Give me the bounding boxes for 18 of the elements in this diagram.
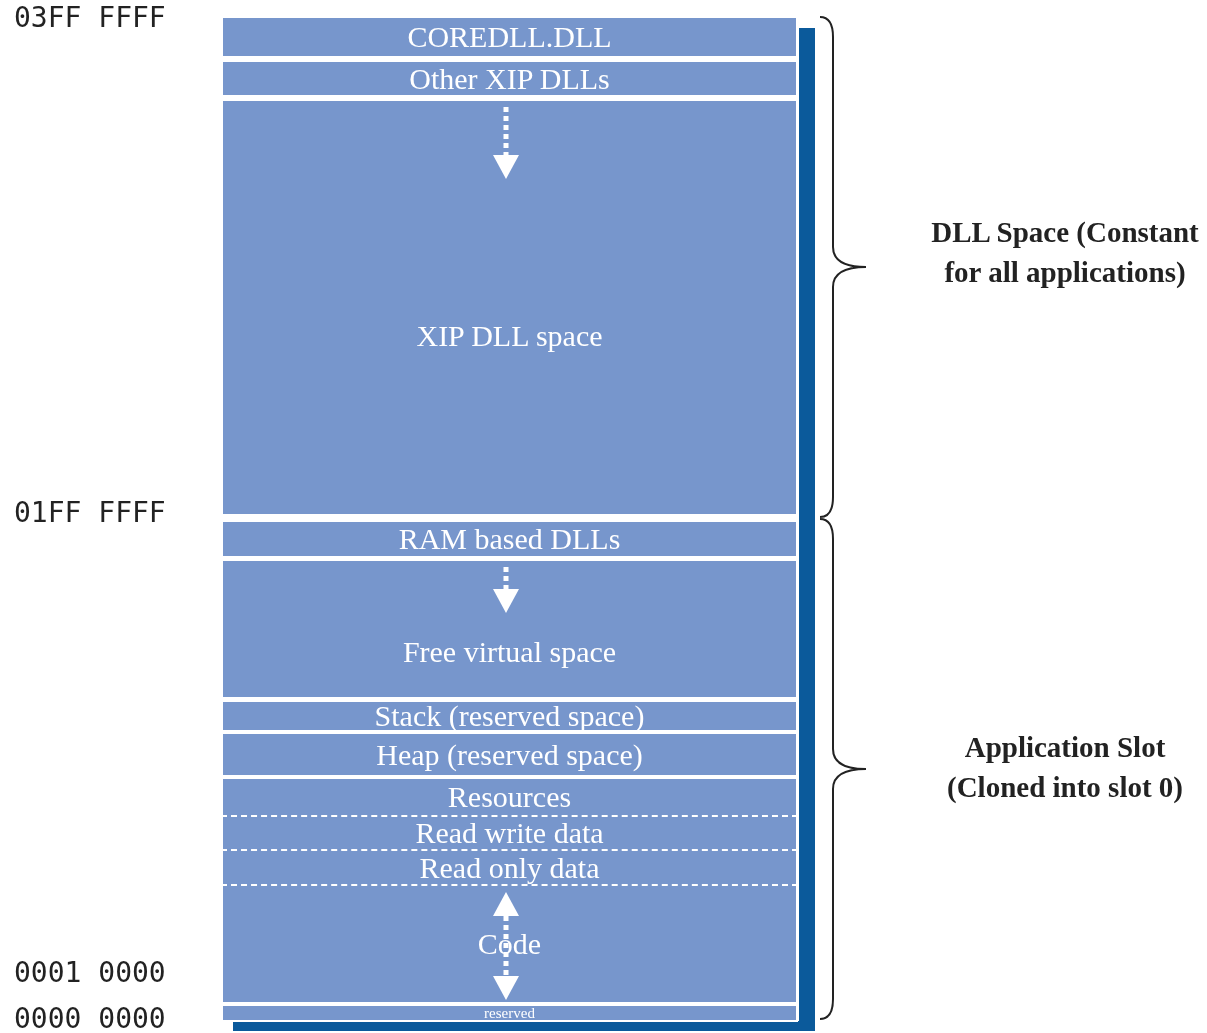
region-label: Application Slot (Cloned into slot 0): [945, 730, 1184, 805]
address-label: 0000 0000: [14, 1005, 166, 1033]
memory-region: XIP DLL space: [221, 99, 798, 516]
memory-region: Read only data: [221, 849, 798, 884]
address-label: 01FF FFFF: [14, 499, 166, 527]
region-label: DLL Space (Constant for all applications): [930, 215, 1200, 290]
address-label: 03FF FFFF: [14, 4, 166, 32]
address-label: 0001 0000: [14, 959, 166, 987]
memory-region: Stack (reserved space): [221, 700, 798, 732]
memory-region: Resources: [221, 777, 798, 815]
memory-region: RAM based DLLs: [221, 520, 798, 558]
memory-region: Other XIP DLLs: [221, 60, 798, 97]
memory-region: Free virtual space: [221, 559, 798, 699]
memory-region: Heap (reserved space): [221, 732, 798, 777]
memory-region: COREDLL.DLL: [221, 16, 798, 58]
memory-region: reserved: [221, 1004, 798, 1022]
memory-region: Read write data: [221, 815, 798, 849]
memory-region: Code: [221, 884, 798, 1004]
